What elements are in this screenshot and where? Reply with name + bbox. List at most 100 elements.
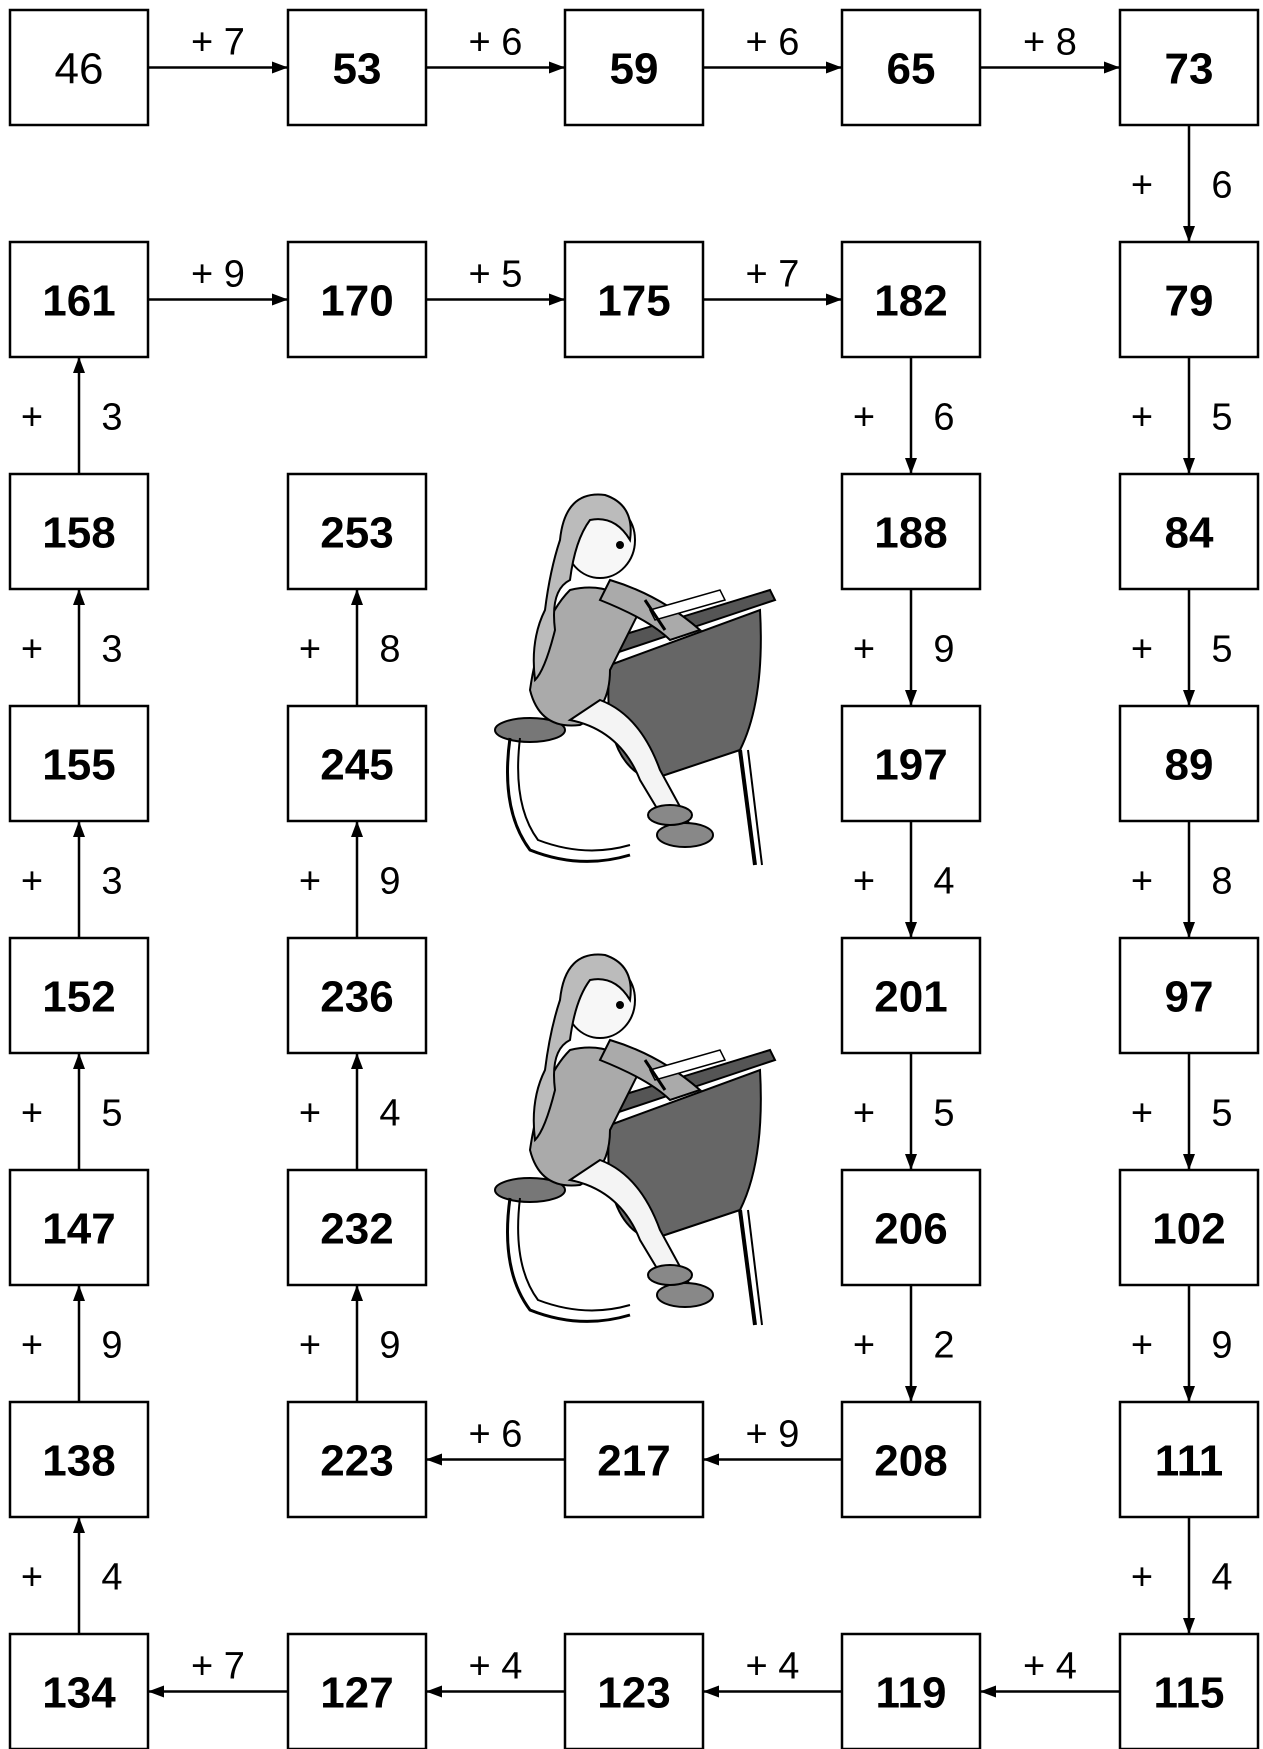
step-operator: + bbox=[299, 1325, 321, 1367]
number-box: 188 bbox=[842, 474, 980, 589]
step-operator: + bbox=[299, 1093, 321, 1135]
step-operator: + bbox=[21, 629, 43, 671]
box-value: 201 bbox=[874, 973, 947, 1022]
step-arrow: + 4 bbox=[980, 1646, 1120, 1698]
step-operator: + bbox=[1131, 1557, 1153, 1599]
step-arrow: +9 bbox=[299, 1285, 401, 1402]
step-label: + 4 bbox=[1023, 1646, 1077, 1688]
step-amount: 4 bbox=[933, 861, 954, 903]
number-box: 206 bbox=[842, 1170, 980, 1285]
number-box: 123 bbox=[565, 1634, 703, 1749]
step-label: + 6 bbox=[469, 1414, 523, 1456]
box-value: 59 bbox=[610, 45, 659, 94]
number-box: 138 bbox=[10, 1402, 148, 1517]
box-value: 208 bbox=[874, 1437, 947, 1486]
step-arrow: +5 bbox=[21, 1053, 123, 1170]
step-operator: + bbox=[299, 861, 321, 903]
number-box: 79 bbox=[1120, 242, 1258, 357]
number-box: 97 bbox=[1120, 938, 1258, 1053]
number-box: 134 bbox=[10, 1634, 148, 1749]
number-box: 217 bbox=[565, 1402, 703, 1517]
step-operator: + bbox=[1131, 165, 1153, 207]
step-operator: + bbox=[299, 629, 321, 671]
box-value: 206 bbox=[874, 1205, 947, 1254]
box-value: 65 bbox=[887, 45, 936, 94]
step-label: + 9 bbox=[746, 1414, 800, 1456]
number-box: 46 bbox=[10, 10, 148, 125]
step-amount: 5 bbox=[1211, 397, 1232, 439]
step-amount: 9 bbox=[1211, 1325, 1232, 1367]
step-arrow: +6 bbox=[853, 357, 955, 474]
step-label: + 7 bbox=[191, 22, 245, 64]
step-operator: + bbox=[853, 1093, 875, 1135]
step-amount: 3 bbox=[101, 629, 122, 671]
box-value: 152 bbox=[42, 973, 115, 1022]
box-value: 170 bbox=[320, 277, 393, 326]
step-amount: 6 bbox=[1211, 165, 1232, 207]
number-box: 155 bbox=[10, 706, 148, 821]
number-box: 236 bbox=[288, 938, 426, 1053]
step-arrow: +4 bbox=[853, 821, 955, 938]
box-value: 188 bbox=[874, 509, 947, 558]
step-arrow: + 6 bbox=[703, 22, 842, 74]
number-box: 182 bbox=[842, 242, 980, 357]
step-arrow: +5 bbox=[1131, 1053, 1233, 1170]
number-box: 147 bbox=[10, 1170, 148, 1285]
box-value: 175 bbox=[597, 277, 670, 326]
box-value: 97 bbox=[1165, 973, 1214, 1022]
step-operator: + bbox=[853, 397, 875, 439]
box-value: 217 bbox=[597, 1437, 670, 1486]
step-amount: 9 bbox=[933, 629, 954, 671]
step-arrow: +8 bbox=[299, 589, 401, 706]
box-value: 253 bbox=[320, 509, 393, 558]
step-label: + 7 bbox=[746, 254, 800, 296]
box-value: 197 bbox=[874, 741, 947, 790]
box-value: 232 bbox=[320, 1205, 393, 1254]
number-box: 170 bbox=[288, 242, 426, 357]
number-box: 201 bbox=[842, 938, 980, 1053]
number-box: 208 bbox=[842, 1402, 980, 1517]
step-amount: 5 bbox=[101, 1093, 122, 1135]
step-operator: + bbox=[853, 629, 875, 671]
step-operator: + bbox=[1131, 629, 1153, 671]
step-arrow: + 4 bbox=[426, 1646, 565, 1698]
box-value: 84 bbox=[1165, 509, 1214, 558]
number-box: 253 bbox=[288, 474, 426, 589]
box-value: 73 bbox=[1165, 45, 1214, 94]
step-arrow: +8 bbox=[1131, 821, 1233, 938]
box-value: 245 bbox=[320, 741, 393, 790]
step-amount: 8 bbox=[1211, 861, 1232, 903]
step-label: + 6 bbox=[746, 22, 800, 64]
step-arrow: + 9 bbox=[703, 1414, 842, 1466]
number-box: 197 bbox=[842, 706, 980, 821]
step-label: + 4 bbox=[469, 1646, 523, 1688]
step-arrow: +4 bbox=[21, 1517, 123, 1634]
step-label: + 8 bbox=[1023, 22, 1077, 64]
step-arrow: +5 bbox=[1131, 589, 1233, 706]
step-operator: + bbox=[853, 1325, 875, 1367]
step-arrow: +6 bbox=[1131, 125, 1233, 242]
step-amount: 4 bbox=[379, 1093, 400, 1135]
step-arrow: + 7 bbox=[148, 22, 288, 74]
step-arrow: +9 bbox=[1131, 1285, 1233, 1402]
step-operator: + bbox=[1131, 1093, 1153, 1135]
step-amount: 5 bbox=[1211, 1093, 1232, 1135]
box-value: 111 bbox=[1155, 1437, 1224, 1486]
number-box: 53 bbox=[288, 10, 426, 125]
number-box: 65 bbox=[842, 10, 980, 125]
step-arrow: + 6 bbox=[426, 22, 565, 74]
number-box: 59 bbox=[565, 10, 703, 125]
step-arrow: + 5 bbox=[426, 254, 565, 306]
step-operator: + bbox=[21, 1093, 43, 1135]
step-arrow: + 7 bbox=[148, 1646, 288, 1698]
number-box: 175 bbox=[565, 242, 703, 357]
box-value: 53 bbox=[333, 45, 382, 94]
box-value: 161 bbox=[42, 277, 115, 326]
step-arrow: +9 bbox=[299, 821, 401, 938]
step-arrow: +5 bbox=[853, 1053, 955, 1170]
step-label: + 9 bbox=[191, 254, 245, 296]
step-operator: + bbox=[1131, 861, 1153, 903]
box-value: 223 bbox=[320, 1437, 393, 1486]
number-box: 84 bbox=[1120, 474, 1258, 589]
step-arrow: +9 bbox=[21, 1285, 123, 1402]
